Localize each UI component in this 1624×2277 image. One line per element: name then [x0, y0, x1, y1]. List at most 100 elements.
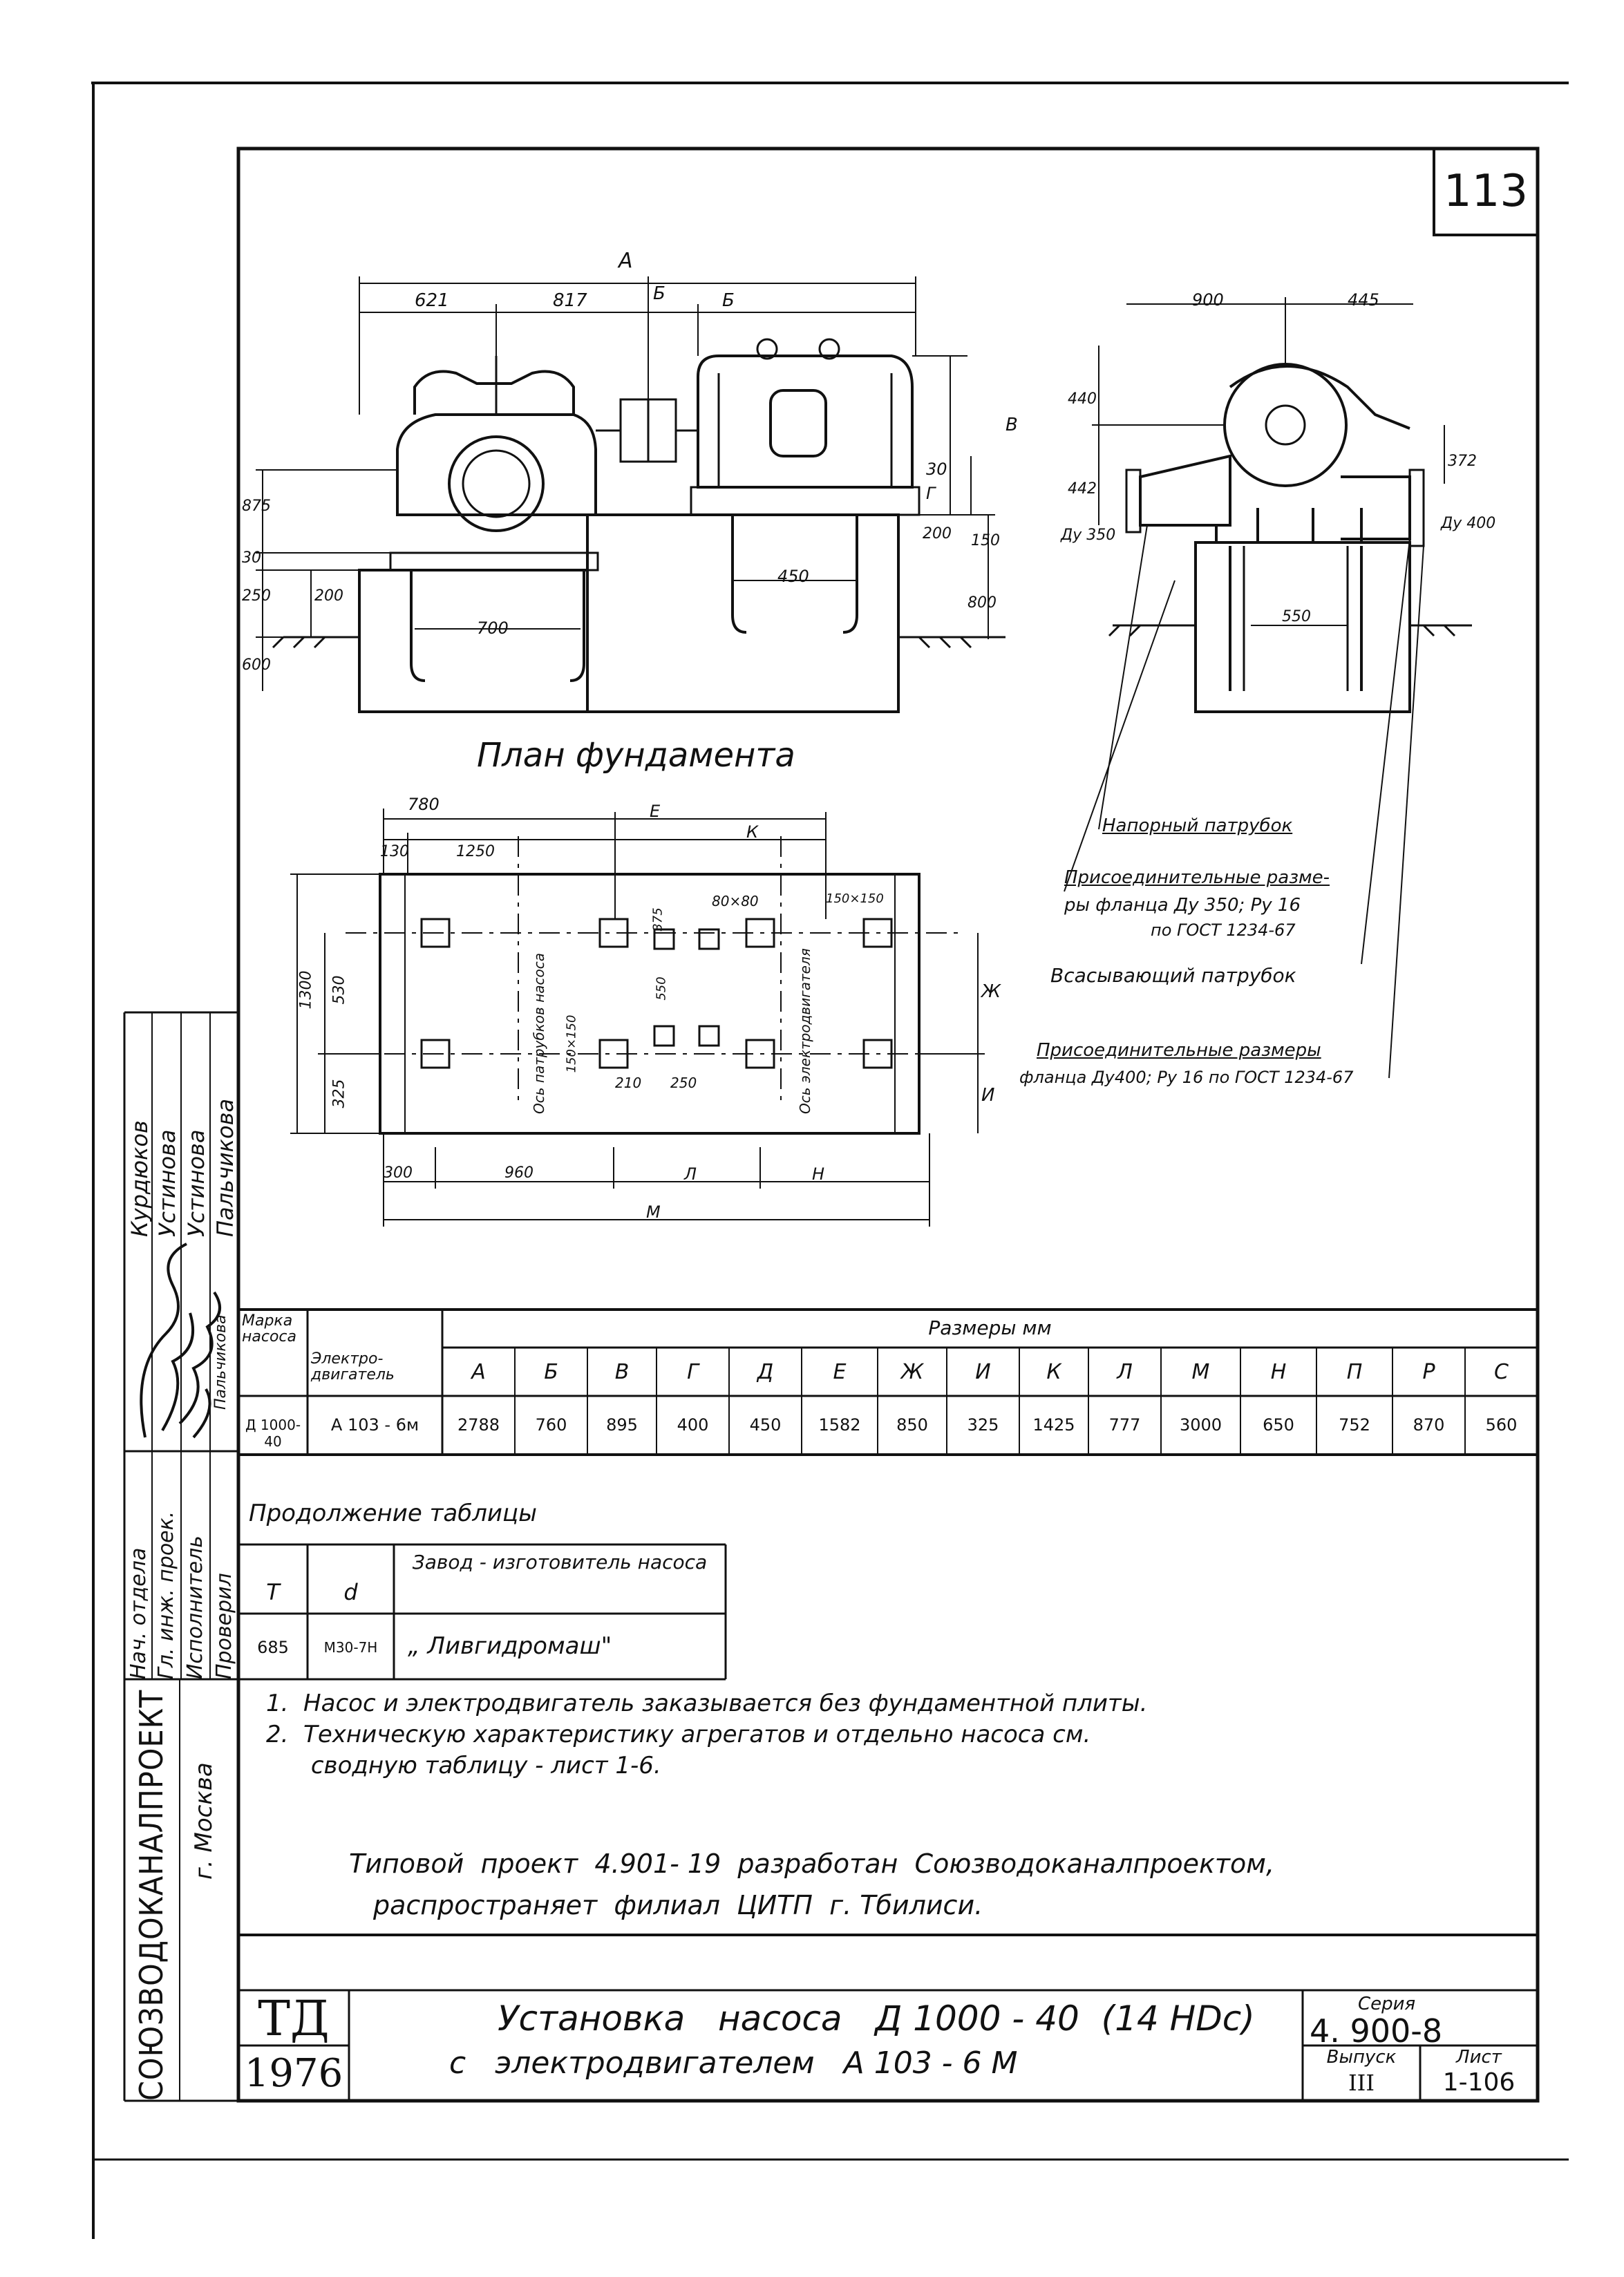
distribution-line-2: распространяет филиал ЦИТП г. Тбилиси. — [373, 1890, 983, 1920]
dim-label: 817 — [553, 290, 587, 311]
year: 1976 — [244, 2051, 343, 2096]
dim-label: Б — [722, 290, 735, 311]
table-cell: 2788 — [457, 1415, 500, 1435]
main-table-grid — [237, 1308, 1539, 1456]
continuation-cell-manufacturer: „ Ливгидромаш" — [408, 1632, 612, 1660]
continuation-header: Завод - изготовитель насоса — [412, 1551, 708, 1574]
plan-axis-pump: Ось патрубков насоса — [531, 952, 547, 1114]
dim-label: А — [619, 249, 633, 273]
table-header-sizes: Размеры мм — [928, 1316, 1052, 1339]
table-col-header: М — [1191, 1360, 1210, 1384]
table-cell: 450 — [749, 1415, 782, 1435]
title-line-1: Установка насоса Д 1000 - 40 (14 HDс) — [498, 1999, 1255, 2039]
callout-suction: Всасывающий патрубок — [1050, 964, 1296, 987]
callout-discharge: Напорный патрубок — [1102, 815, 1293, 836]
dim-label: 440 — [1068, 390, 1097, 408]
distribution-line-1: Типовой проект 4.901- 19 разработан Союз… — [349, 1849, 1275, 1879]
table-cell: 895 — [606, 1415, 638, 1435]
dim-label: 150×150 — [564, 1014, 579, 1073]
continuation-header: Т — [266, 1579, 280, 1605]
dim-label: 300 — [384, 1164, 413, 1182]
table-col-header: А — [471, 1360, 486, 1384]
stamp-name: Курдюков — [126, 1120, 153, 1237]
dim-label: 875 — [242, 498, 271, 515]
table-col-header: И — [975, 1360, 991, 1384]
table-cell: 752 — [1339, 1415, 1370, 1435]
side-elevation — [1064, 297, 1472, 1079]
dim-label: 780 — [408, 795, 440, 814]
dim-label: 900 — [1192, 290, 1224, 310]
stamp-city: г. Москва — [190, 1762, 218, 1880]
dim-label: 150 — [971, 532, 1000, 549]
continuation-cell: 685 — [257, 1638, 289, 1657]
table-cell: 325 — [967, 1415, 999, 1435]
table-cell: 870 — [1413, 1415, 1445, 1435]
table-cell: 760 — [535, 1415, 567, 1435]
dim-label: 130 — [380, 843, 409, 860]
continuation-table-grid — [238, 1543, 727, 1681]
table-cell: 1582 — [818, 1415, 861, 1435]
note-2: 2. Техническую характеристику агрегатов … — [266, 1721, 1091, 1748]
dim-label: 200 — [314, 587, 343, 605]
continuation-title: Продолжение таблицы — [249, 1500, 538, 1527]
dim-label: 80×80 — [712, 893, 759, 909]
dim-label: Г — [926, 484, 936, 503]
stamp-role: Гл. инж. проек. — [154, 1511, 178, 1679]
dim-label: 600 — [242, 656, 271, 674]
continuation-header: d — [343, 1579, 358, 1605]
table-col-header: Е — [833, 1360, 847, 1384]
dim-label: 372 — [1448, 453, 1477, 470]
dim-label: 550 — [1282, 608, 1311, 625]
series-value: 4. 900-8 — [1310, 2012, 1443, 2050]
dim-label: Л — [684, 1164, 697, 1184]
dim-label: 530 — [330, 975, 348, 1005]
continuation-cell: М30-7Н — [323, 1639, 378, 1656]
dim-label: 325 — [330, 1079, 348, 1108]
plan-title: План фундамента — [477, 736, 795, 775]
dim-label: 1300 — [297, 970, 315, 1010]
dim-label: 375 — [650, 907, 665, 932]
stamp-role: Нач. отдела — [126, 1547, 151, 1679]
table-col-header: Н — [1270, 1360, 1287, 1384]
dim-label: Ж — [981, 981, 1001, 1002]
dim-label: 30 — [926, 460, 947, 479]
table-cell: 850 — [896, 1415, 928, 1435]
table-col-header: Д — [757, 1360, 774, 1384]
sheet-number: 113 — [1443, 166, 1529, 217]
table-col-header: Б — [544, 1360, 558, 1384]
table-cell: 400 — [677, 1415, 709, 1435]
dim-label: Ду 400 — [1441, 515, 1496, 532]
front-elevation — [256, 276, 1005, 713]
table-cell: 560 — [1485, 1415, 1518, 1435]
title-line-2: с электродвигателем А 103 - 6 М — [449, 2045, 1018, 2081]
foundation-plan — [290, 809, 985, 1227]
table-cell: 1425 — [1032, 1415, 1075, 1435]
table-cell: 777 — [1108, 1415, 1141, 1435]
stamp-name: Пальчикова — [212, 1098, 238, 1237]
stamp-role: Исполнитель — [183, 1536, 207, 1679]
dim-label: 800 — [967, 594, 997, 612]
dim-label: 621 — [415, 290, 449, 311]
callout-suction-flange-2: фланца Ду400; Ру 16 по ГОСТ 1234-67 — [1019, 1068, 1354, 1087]
table-col-header: П — [1346, 1360, 1363, 1384]
note-1: 1. Насос и электродвигатель заказывается… — [266, 1690, 1148, 1717]
dim-label: М — [646, 1202, 661, 1222]
stamp-name: Устинова — [183, 1129, 209, 1238]
dim-label: 150×150 — [826, 891, 884, 906]
dim-label: В — [1005, 415, 1018, 435]
table-col-header: В — [614, 1360, 630, 1384]
dim-label: 1250 — [456, 843, 495, 860]
sheet-value: 1-106 — [1442, 2068, 1516, 2097]
series-label: Серия — [1358, 1994, 1416, 2014]
callout-discharge-flange-2: ры фланца Ду 350; Ру 16 — [1064, 895, 1301, 916]
dim-label: Ду 350 — [1061, 527, 1116, 544]
table-header-motor: Электро-двигатель — [311, 1350, 395, 1384]
dim-label: Б — [653, 283, 665, 304]
dim-label: 30 — [242, 549, 261, 567]
table-col-header: Л — [1117, 1360, 1133, 1384]
plan-axis-motor: Ось электродвигателя — [797, 948, 813, 1114]
dim-label: Н — [812, 1164, 825, 1184]
table-col-header: Ж — [900, 1360, 924, 1384]
dim-label: 250 — [670, 1075, 697, 1091]
